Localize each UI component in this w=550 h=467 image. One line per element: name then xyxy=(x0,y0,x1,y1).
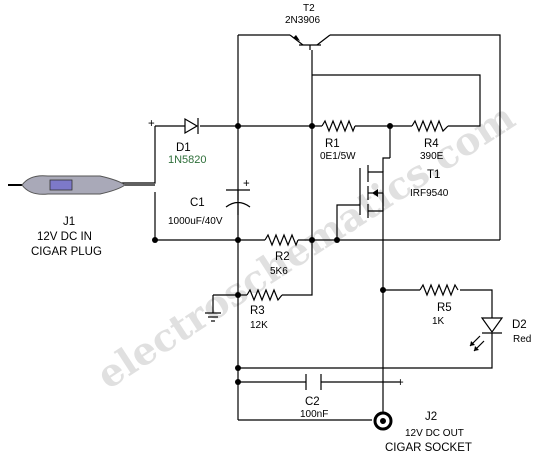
d2-value: Red xyxy=(513,334,531,345)
input-plus-sign: + xyxy=(148,118,155,130)
j2-ref: J2 xyxy=(425,411,437,423)
j1-line2: CIGAR PLUG xyxy=(31,246,102,258)
cigar-socket-j2: J2 12V DC OUT CIGAR SOCKET xyxy=(373,411,472,454)
r1-value: 0E1/5W xyxy=(320,151,356,162)
resistor-r2: R2 5K6 xyxy=(264,233,299,277)
d2-ref: D2 xyxy=(512,319,527,331)
cigar-plug-j1: J1 12V DC IN CIGAR PLUG xyxy=(8,175,155,258)
ground-symbol xyxy=(205,312,221,322)
j2-line1: 12V DC OUT xyxy=(405,428,464,439)
r4-ref: R4 xyxy=(424,138,439,150)
t2-ref: T2 xyxy=(303,3,315,14)
c1-plus: + xyxy=(243,178,250,190)
wires xyxy=(120,34,501,421)
output-plus-sign: + xyxy=(397,377,404,389)
j1-line1: 12V DC IN xyxy=(37,231,92,243)
d1-value: 1N5820 xyxy=(168,154,207,166)
resistor-r5: R5 1K xyxy=(419,283,459,327)
r1-ref: R1 xyxy=(325,138,340,150)
r2-ref: R2 xyxy=(275,251,290,263)
t1-value: IRF9540 xyxy=(410,188,449,199)
t2-value: 2N3906 xyxy=(285,15,320,26)
capacitor-c2: C2 100nF xyxy=(300,374,328,420)
led-d2: D2 Red xyxy=(469,317,531,352)
c1-ref: C1 xyxy=(190,197,205,209)
r2-value: 5K6 xyxy=(270,266,288,277)
c1-value: 1000uF/40V xyxy=(168,216,223,227)
resistor-r4: R4 390E xyxy=(411,119,449,162)
r3-ref: R3 xyxy=(250,305,265,317)
j1-ref: J1 xyxy=(63,216,75,228)
resistor-r3: R3 12K xyxy=(246,288,283,331)
j2-line2: CIGAR SOCKET xyxy=(385,442,472,454)
t1-ref: T1 xyxy=(427,169,440,181)
mosfet-t1: T1 IRF9540 xyxy=(359,157,449,218)
r3-value: 12K xyxy=(250,320,268,331)
r5-value: 1K xyxy=(432,316,445,327)
junctions xyxy=(152,123,393,385)
watermark: electroschematics.com xyxy=(88,94,522,398)
transistor-t2: T2 2N3906 xyxy=(285,3,331,50)
c2-value: 100nF xyxy=(300,409,328,420)
capacitor-c1: + C1 1000uF/40V xyxy=(168,178,251,227)
c2-ref: C2 xyxy=(305,396,320,408)
r5-ref: R5 xyxy=(437,302,452,314)
d1-ref: D1 xyxy=(176,142,191,154)
r4-value: 390E xyxy=(420,151,444,162)
diode-d1: D1 1N5820 xyxy=(168,117,207,166)
resistor-r1: R1 0E1/5W xyxy=(320,119,356,162)
